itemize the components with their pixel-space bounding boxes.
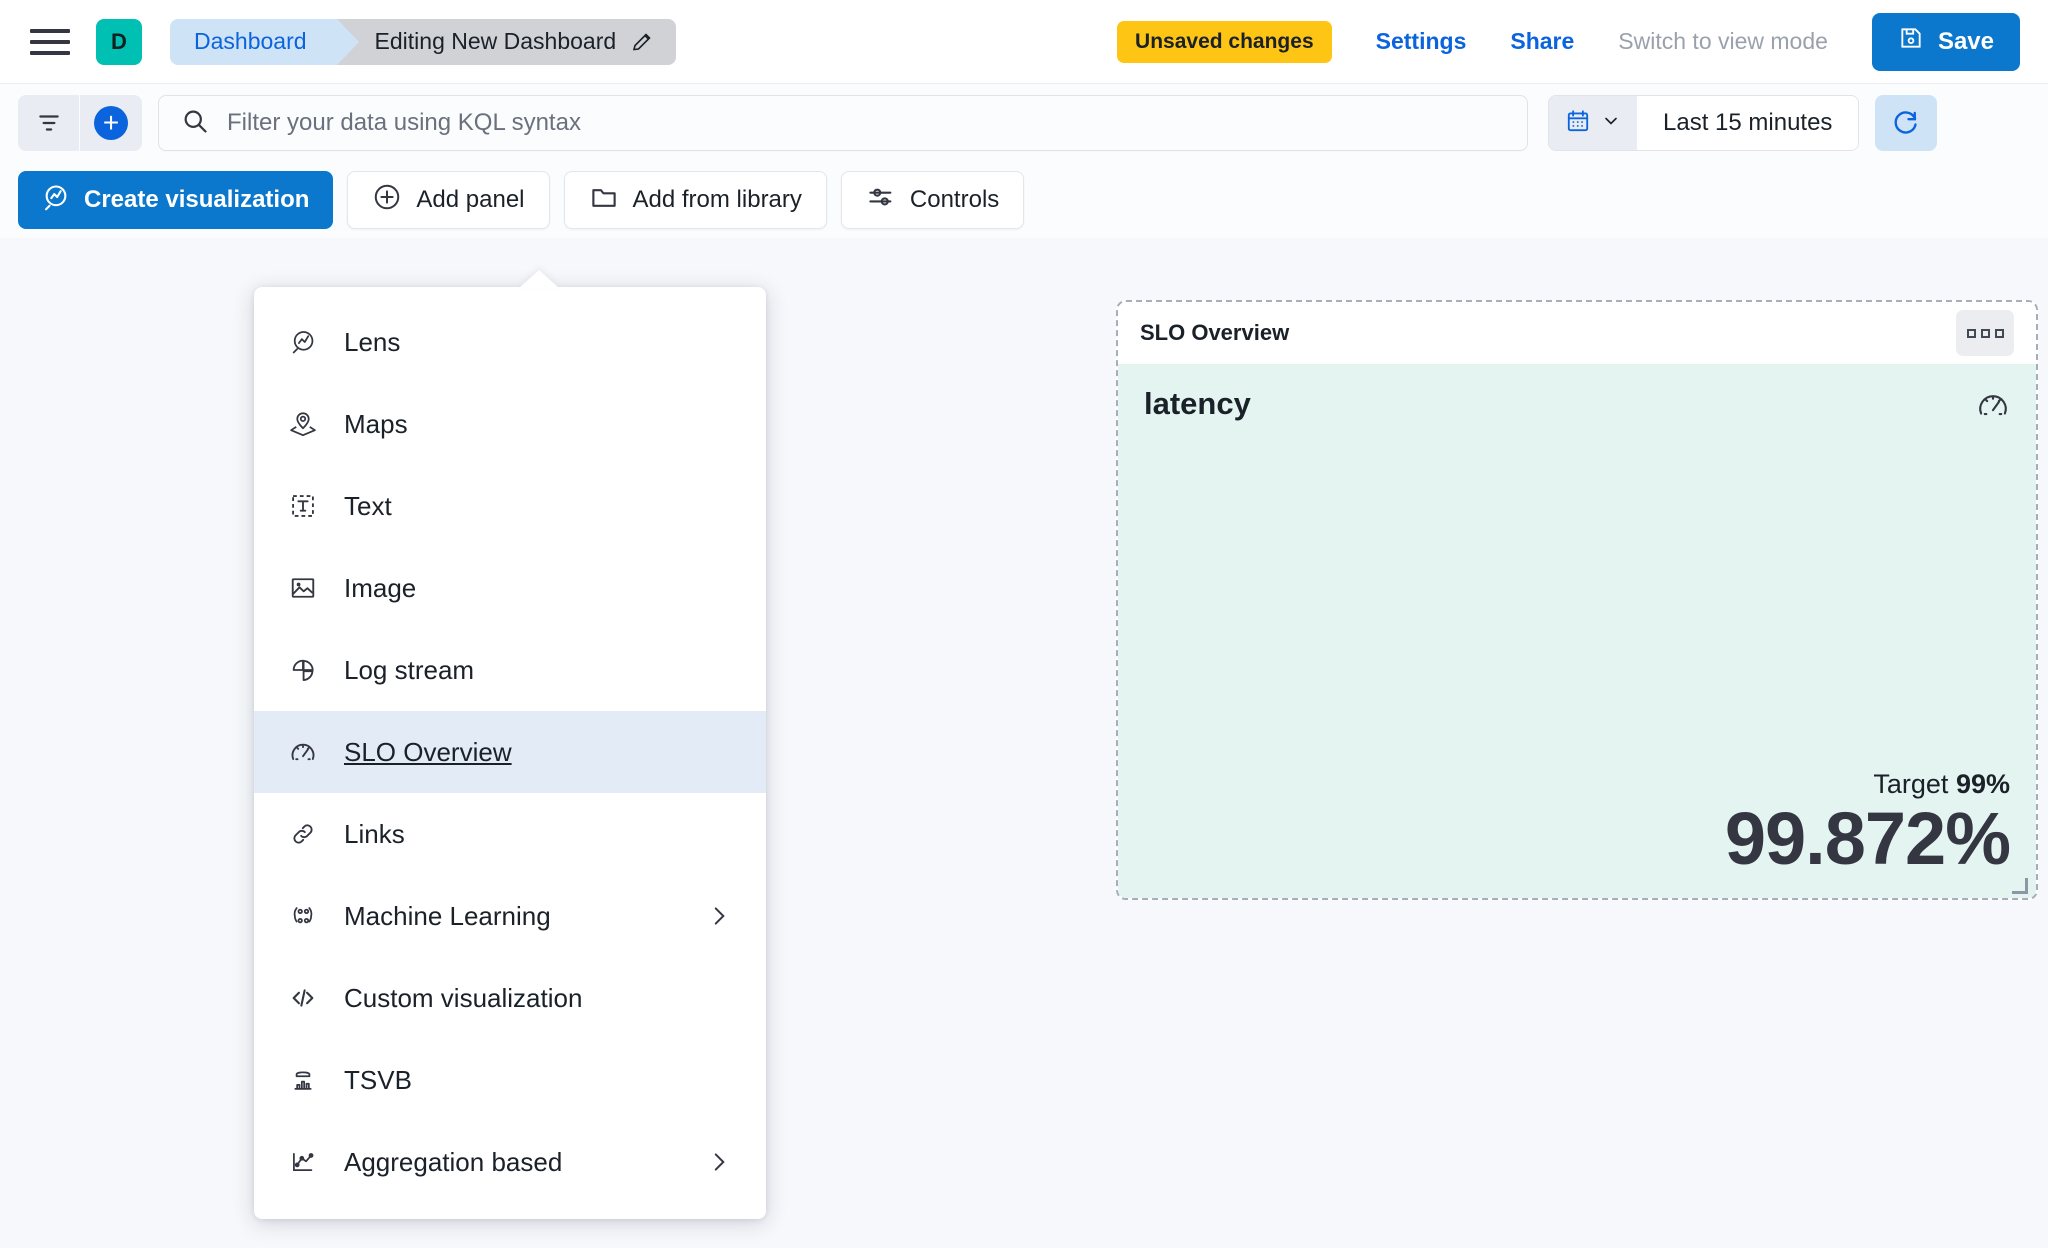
create-visualization-button[interactable]: Create visualization: [18, 171, 334, 229]
unsaved-changes-badge[interactable]: Unsaved changes: [1117, 20, 1332, 63]
menu-item-tsvb[interactable]: TSVB: [254, 1039, 766, 1121]
menu-item-label: Lens: [344, 326, 401, 357]
chevron-down-icon: [1601, 111, 1621, 136]
hamburger-menu-icon[interactable]: [30, 25, 70, 59]
filter-button-group: +: [18, 95, 142, 151]
add-panel-menu: Lens Maps Text Image: [254, 270, 766, 1219]
code-icon: [288, 984, 318, 1012]
breadcrumb: Dashboard Editing New Dashboard: [170, 18, 677, 65]
plus-circle-outline-icon: [372, 182, 402, 219]
controls-label: Controls: [909, 186, 1000, 213]
slo-stats: Target 99% 99.872%: [1724, 769, 2011, 880]
menu-item-label: Machine Learning: [344, 900, 551, 931]
search-icon: [181, 107, 209, 140]
space-initial: D: [111, 28, 127, 54]
settings-link[interactable]: Settings: [1375, 28, 1467, 54]
menu-item-label: Links: [344, 818, 405, 849]
add-filter-button[interactable]: +: [80, 95, 142, 151]
save-button[interactable]: Save: [1871, 12, 2020, 71]
search-input-placeholder: Filter your data using KQL syntax: [227, 109, 581, 136]
folder-icon: [589, 182, 619, 219]
slo-panel-header: SLO Overview: [1118, 302, 2036, 364]
slo-target-label: Target: [1873, 769, 1949, 799]
link-icon: [288, 820, 318, 848]
menu-item-label: Maps: [344, 408, 408, 439]
menu-item-machine-learning[interactable]: Machine Learning: [254, 875, 766, 957]
add-panel-button[interactable]: Add panel: [347, 171, 550, 229]
text-icon: [288, 492, 318, 520]
slo-panel-title[interactable]: SLO Overview: [1140, 320, 1290, 345]
top-header: D Dashboard Editing New Dashboard Unsave…: [0, 0, 2048, 84]
refresh-button[interactable]: [1875, 95, 1938, 151]
filter-icon[interactable]: [18, 95, 80, 151]
breadcrumb-current-label: Editing New Dashboard: [374, 28, 617, 54]
chevron-right-icon: [706, 1149, 732, 1175]
aggregation-icon: [288, 1148, 318, 1176]
slo-target-value: 99%: [1955, 769, 2010, 799]
menu-item-label: Custom visualization: [344, 982, 583, 1013]
controls-button[interactable]: Controls: [840, 171, 1025, 229]
slo-name: latency: [1144, 386, 1251, 421]
slo-overview-panel[interactable]: SLO Overview latency Target 99% 99.872%: [1116, 300, 2038, 900]
gauge-icon: [1976, 388, 2010, 427]
add-from-library-button[interactable]: Add from library: [563, 171, 827, 229]
menu-item-label: Aggregation based: [344, 1146, 563, 1177]
popover-arrow: [519, 270, 559, 288]
lens-icon: [42, 183, 70, 218]
lens-icon: [288, 328, 318, 356]
save-disk-icon: [1898, 25, 1924, 58]
date-picker: Last 15 minutes: [1548, 95, 1860, 151]
switch-to-view-mode-link[interactable]: Switch to view mode: [1618, 28, 1828, 54]
refresh-icon: [1891, 106, 1921, 141]
menu-item-slo-overview[interactable]: SLO Overview: [254, 711, 766, 793]
gauge-icon: [288, 738, 318, 766]
plus-circle-icon: +: [94, 106, 128, 140]
pencil-icon[interactable]: [630, 30, 654, 54]
breadcrumb-current[interactable]: Editing New Dashboard: [336, 18, 677, 65]
slo-panel-body: latency Target 99% 99.872%: [1118, 364, 2036, 898]
controls-sliders-icon: [866, 182, 896, 219]
menu-item-label: Image: [344, 572, 417, 603]
menu-item-label: SLO Overview: [344, 736, 512, 767]
ellipsis-icon[interactable]: [1956, 310, 2014, 356]
panel-resize-handle[interactable]: [2012, 878, 2028, 894]
menu-item-custom-visualization[interactable]: Custom visualization: [254, 957, 766, 1039]
menu-item-log-stream[interactable]: Log stream: [254, 629, 766, 711]
menu-item-label: Text: [344, 490, 392, 521]
share-link[interactable]: Share: [1510, 28, 1575, 54]
menu-item-maps[interactable]: Maps: [254, 383, 766, 465]
menu-item-image[interactable]: Image: [254, 547, 766, 629]
query-bar: + Filter your data using KQL syntax: [0, 84, 2048, 162]
search-input[interactable]: Filter your data using KQL syntax: [158, 95, 1528, 151]
save-button-label: Save: [1937, 27, 1994, 55]
space-avatar[interactable]: D: [96, 18, 142, 65]
menu-item-label: Log stream: [344, 654, 475, 685]
machine-learning-icon: [288, 902, 318, 930]
breadcrumb-dashboard[interactable]: Dashboard: [170, 18, 359, 65]
menu-item-text[interactable]: Text: [254, 465, 766, 547]
tsvb-icon: [288, 1066, 318, 1094]
create-visualization-label: Create visualization: [84, 186, 310, 213]
image-icon: [288, 574, 318, 602]
time-range-display[interactable]: Last 15 minutes: [1637, 96, 1859, 150]
menu-item-aggregation-based[interactable]: Aggregation based: [254, 1121, 766, 1203]
add-panel-label: Add panel: [416, 186, 525, 213]
header-actions: Unsaved changes Settings Share Switch to…: [1117, 12, 2048, 71]
log-stream-icon: [288, 656, 318, 684]
chevron-right-icon: [706, 903, 732, 929]
menu-item-lens[interactable]: Lens: [254, 301, 766, 383]
maps-icon: [288, 410, 318, 438]
date-quick-select-button[interactable]: [1549, 96, 1637, 150]
add-from-library-label: Add from library: [632, 186, 802, 213]
menu-item-label: TSVB: [344, 1064, 412, 1095]
slo-target-line: Target 99%: [1725, 769, 2010, 800]
menu-item-links[interactable]: Links: [254, 793, 766, 875]
dashboard-toolbar: Create visualization Add panel Add from …: [0, 162, 2048, 238]
calendar-icon: [1565, 108, 1591, 139]
slo-current-value: 99.872%: [1724, 797, 2011, 880]
breadcrumb-dashboard-label: Dashboard: [194, 28, 307, 54]
